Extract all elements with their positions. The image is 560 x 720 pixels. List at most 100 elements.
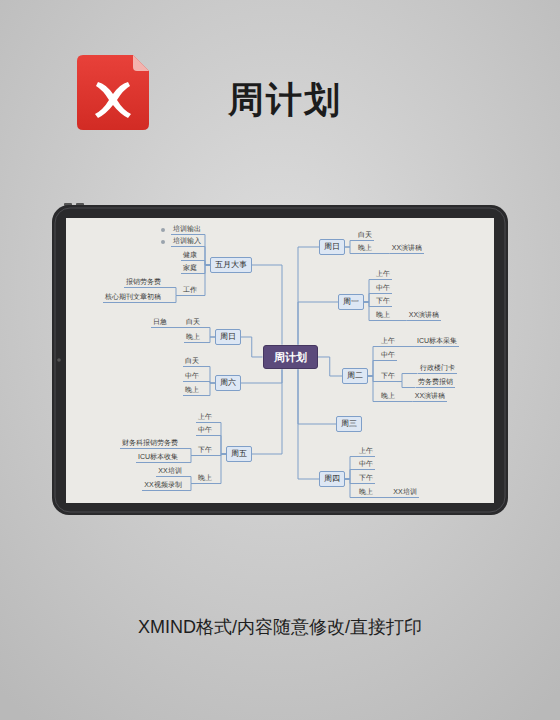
branch-line <box>298 302 338 345</box>
topic-text: 晚上 <box>376 311 390 319</box>
topic-text: 周三 <box>341 419 357 428</box>
subtopic: 上午 <box>374 270 392 280</box>
topic-text: ICU标本采集 <box>417 337 457 345</box>
branch-topic: 周一 <box>338 294 364 309</box>
branch-line <box>375 497 391 498</box>
topic-text: 下午 <box>198 446 212 454</box>
subtopic: XX演讲稿 <box>413 392 447 402</box>
branch-line <box>364 280 374 302</box>
branch-topic: 周日 <box>319 239 345 254</box>
subtopic: XX培训 <box>156 467 183 477</box>
subtopic: 下午 <box>357 474 375 484</box>
topic-text: 健康 <box>183 251 197 259</box>
topic-text: 下午 <box>376 297 390 305</box>
branch-line <box>345 479 357 484</box>
topic-text: 周一 <box>343 297 359 306</box>
subtopic: 日急 <box>151 318 169 328</box>
subtopic: 上午 <box>379 337 397 347</box>
subtopic: 中午 <box>374 284 392 294</box>
branch-line <box>252 265 282 345</box>
subtopic: 白天 <box>184 318 202 328</box>
subtopic: 财务科报销劳务费 <box>120 439 180 449</box>
branch-topic: 周日 <box>215 329 241 344</box>
subtopic: 白天 <box>183 357 201 367</box>
topic-text: 晚上 <box>185 386 199 394</box>
topic-text: 周六 <box>220 378 236 387</box>
branch-line <box>203 247 210 265</box>
topic-text: 周计划 <box>274 351 307 364</box>
branch-line <box>169 327 184 328</box>
subtopic: XX培训 <box>391 488 418 498</box>
branch-line <box>214 454 226 484</box>
branch-line <box>180 456 196 463</box>
topic-text: 晚上 <box>358 244 372 252</box>
topic-text: 培训输入 <box>173 237 201 245</box>
subtopic: 中午 <box>196 426 214 436</box>
topic-text: 周四 <box>324 474 340 483</box>
branch-topic: 五月大事 <box>210 257 252 272</box>
subtopic: 核心期刊文章初稿 <box>103 293 163 303</box>
subtopic: ICU标本采集 <box>415 337 459 347</box>
branch-topic: 周三 <box>336 416 362 431</box>
topic-text: XX演讲稿 <box>409 311 439 319</box>
branch-line <box>397 346 415 347</box>
topic-text: 中午 <box>185 372 199 380</box>
topic-text: 晚上 <box>186 333 200 341</box>
topic-text: 家庭 <box>183 264 197 272</box>
branch-line <box>345 247 356 254</box>
subtopic: 中午 <box>379 351 397 361</box>
subtopic: 行政楼门卡 <box>418 364 457 374</box>
branch-topic: 周五 <box>226 446 252 461</box>
subtopic: 工作 <box>181 286 199 296</box>
topic-text: 核心期刊文章初稿 <box>105 293 161 301</box>
page-title: 周计划 <box>228 76 342 125</box>
branch-line <box>397 401 413 402</box>
branch-line <box>368 361 379 376</box>
branch-line <box>298 247 319 345</box>
topic-text: 下午 <box>381 372 395 380</box>
branch-line <box>202 328 215 337</box>
branch-line <box>163 296 181 303</box>
topic-text: 下午 <box>359 474 373 482</box>
subtopic: 白天 <box>356 231 374 241</box>
subtopic: 晚上 <box>357 488 375 498</box>
topic-text: 晚上 <box>359 488 373 496</box>
subtopic: 上午 <box>196 413 214 423</box>
subtopic: XX视频录制 <box>142 481 183 491</box>
topic-text: XX培训 <box>158 467 181 475</box>
branch-line <box>180 449 196 456</box>
branch-line <box>202 337 215 343</box>
subtopic: 劳务费报销 <box>416 378 455 388</box>
topic-text: 行政楼门卡 <box>420 364 455 372</box>
branch-topic: 周二 <box>342 368 368 383</box>
branch-line <box>184 484 196 491</box>
topic-text: 上午 <box>359 447 373 455</box>
app-icon <box>77 55 149 130</box>
branch-line <box>345 470 357 479</box>
branch-line <box>298 369 319 479</box>
branch-line <box>201 367 215 383</box>
branch-line <box>368 376 379 402</box>
branch-line <box>397 374 418 382</box>
branch-line <box>397 382 416 388</box>
branch-line <box>199 265 210 296</box>
topic-text: 周五 <box>231 449 247 458</box>
subtopic: 下午 <box>379 372 397 382</box>
topic-text: 报销劳务费 <box>126 278 161 286</box>
topic-text: 白天 <box>358 231 372 239</box>
branch-line <box>392 320 407 321</box>
topic-text: 白天 <box>185 357 199 365</box>
topic-text: XX培训 <box>393 488 416 496</box>
topic-text: ICU标本收集 <box>138 453 178 461</box>
topic-text: XX演讲稿 <box>392 244 422 252</box>
subtopic: XX演讲稿 <box>390 244 424 254</box>
topic-text: 周日 <box>324 242 340 251</box>
topic-text: 晚上 <box>198 474 212 482</box>
subtopic: 培训输出 <box>171 225 203 235</box>
branch-line <box>252 369 282 454</box>
topic-text: 五月大事 <box>215 260 247 269</box>
topic-text: 上午 <box>381 337 395 345</box>
branch-line <box>201 383 215 396</box>
branch-line <box>199 261 210 265</box>
subtopic: 下午 <box>374 297 392 307</box>
